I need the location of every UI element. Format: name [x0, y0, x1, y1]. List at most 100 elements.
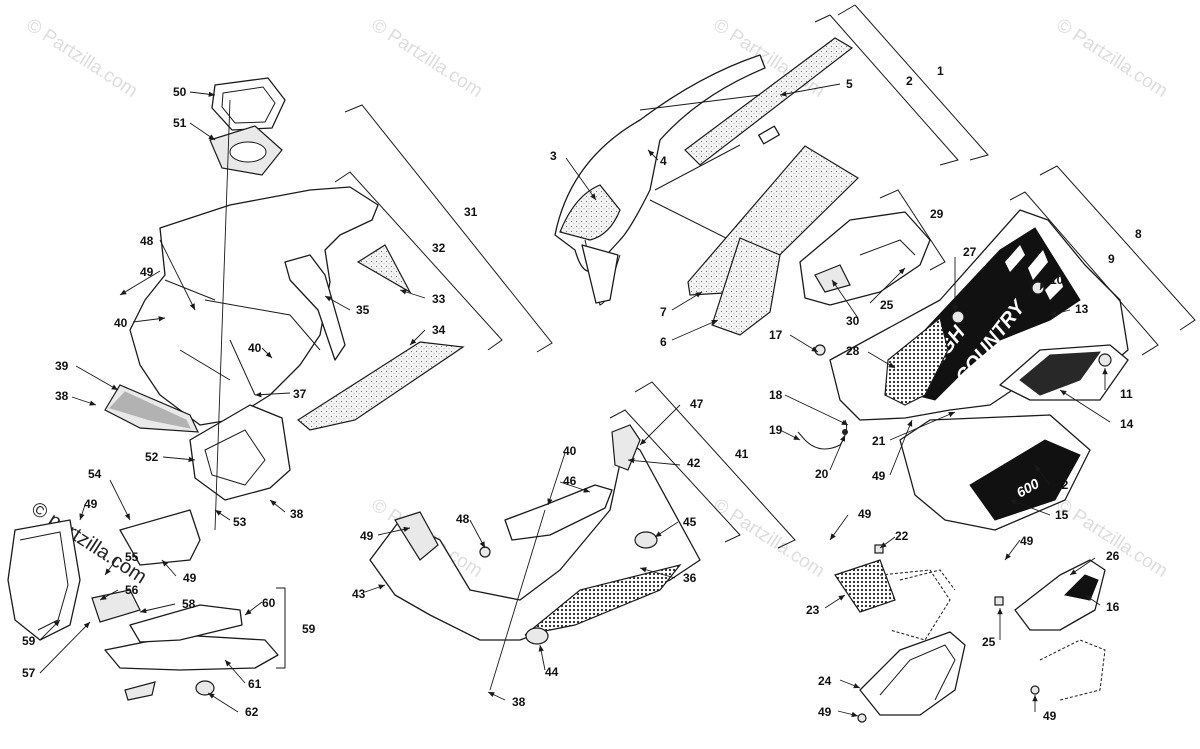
part-31-console — [129, 186, 379, 426]
part-29-panel — [799, 211, 931, 306]
callout-57: 57 — [22, 666, 36, 680]
side-panel-assembly: HIGH COUNTRY 600 — [797, 209, 1129, 531]
callout-labels: 1 2 3 4 5 6 7 8 9 10 11 12 13 14 15 16 1… — [22, 64, 1142, 723]
part-54-cover — [119, 509, 201, 566]
part-24-duct — [859, 631, 966, 716]
part-59-tank — [104, 634, 279, 671]
callout-19: 19 — [769, 423, 783, 437]
part-62-cap — [195, 680, 215, 696]
part-49-side-cover — [7, 519, 81, 641]
callout-27: 27 — [963, 245, 977, 259]
callout-49f: 49 — [818, 705, 832, 719]
callout-30: 30 — [846, 314, 860, 328]
belly-pan-assembly — [369, 424, 701, 691]
part-43-vent — [394, 511, 439, 561]
callout-25b: 25 — [982, 635, 996, 649]
callout-38c: 38 — [512, 695, 526, 709]
watermark-text: © Partzilla.com — [1052, 15, 1171, 102]
callout-18: 18 — [769, 388, 783, 402]
callout-35: 35 — [356, 303, 370, 317]
callout-31: 31 — [464, 205, 478, 219]
callout-3: 3 — [550, 149, 557, 163]
part-3-foam-pad — [559, 184, 621, 241]
callout-49g: 49 — [1043, 709, 1057, 723]
callout-6: 6 — [660, 335, 667, 349]
callout-42: 42 — [687, 456, 701, 470]
callout-52: 52 — [145, 450, 159, 464]
part-45-plug — [634, 531, 658, 549]
callout-13: 13 — [1075, 302, 1089, 316]
callout-36: 36 — [683, 571, 697, 585]
callout-59b: 59 — [302, 622, 316, 636]
part-48-washer — [479, 546, 491, 558]
callout-22: 22 — [895, 529, 909, 543]
callout-11: 11 — [1120, 387, 1133, 401]
callout-20: 20 — [815, 467, 829, 481]
part-3-lower-trim — [581, 244, 619, 304]
part-17-switch — [814, 344, 826, 356]
part-34-foam — [296, 341, 465, 431]
right-lower-assembly — [834, 544, 1106, 723]
callout-62: 62 — [245, 705, 259, 719]
callout-17: 17 — [769, 328, 783, 342]
callout-49a: 49 — [140, 265, 154, 279]
part-49-fastener — [1030, 685, 1040, 695]
callout-46: 46 — [563, 474, 577, 488]
part-11-grommet — [1098, 353, 1112, 367]
part-36-mesh — [524, 563, 682, 636]
part-33-foam — [356, 244, 412, 294]
callout-26: 26 — [1106, 549, 1120, 563]
callout-33: 33 — [432, 292, 446, 306]
upper-trim-assembly — [554, 37, 859, 336]
callout-50: 50 — [173, 85, 187, 99]
callout-49d: 49 — [858, 507, 872, 521]
callout-51: 51 — [173, 116, 187, 130]
callout-47: 47 — [690, 397, 704, 411]
callout-39: 39 — [55, 359, 69, 373]
callout-49b: 49 — [360, 529, 374, 543]
watermark-text: © Partzilla.com — [709, 495, 828, 582]
callout-23: 23 — [806, 603, 820, 617]
callout-5: 5 — [846, 77, 853, 91]
callout-49i: 49 — [183, 571, 197, 585]
part-7-foam-strip — [687, 145, 859, 296]
part-16-decal — [1063, 574, 1099, 601]
part-25-clip — [994, 596, 1004, 606]
callout-56: 56 — [125, 583, 139, 597]
leader-lines — [39, 83, 1111, 718]
callout-37: 37 — [293, 387, 307, 401]
watermark-text: © Partzilla.com — [367, 15, 486, 102]
part-40-bracket — [611, 424, 641, 471]
callout-14: 14 — [1120, 417, 1134, 431]
callout-15: 15 — [1055, 508, 1069, 522]
watermark-text: © Partzilla.com — [22, 15, 141, 102]
part-28-mesh — [884, 316, 949, 406]
callout-2: 2 — [906, 74, 913, 88]
left-lower-assembly — [7, 509, 279, 701]
callout-45: 45 — [683, 515, 697, 529]
callout-40b: 40 — [248, 341, 262, 355]
callout-48b: 48 — [456, 512, 470, 526]
callout-4: 4 — [660, 154, 667, 168]
callout-7: 7 — [660, 305, 667, 319]
callout-54: 54 — [88, 467, 102, 481]
callout-59a: 59 — [22, 634, 36, 648]
console-assembly — [104, 77, 465, 531]
callout-40a: 40 — [114, 316, 128, 330]
callout-58: 58 — [182, 597, 196, 611]
part-49-fastener — [857, 713, 867, 723]
callout-48a: 48 — [140, 234, 154, 248]
watermark-text: © Partzilla.com — [1052, 495, 1171, 582]
part-5-foam-strip — [684, 37, 854, 166]
trim-clip — [758, 125, 780, 145]
callout-61: 61 — [248, 677, 262, 691]
callout-38b: 38 — [290, 507, 304, 521]
callout-55: 55 — [125, 550, 139, 564]
part-44-plug — [525, 627, 549, 645]
callout-40c: 40 — [563, 444, 577, 458]
callout-60: 60 — [262, 596, 276, 610]
callout-49e: 49 — [1020, 534, 1034, 548]
callout-12: 12 — [1055, 478, 1069, 492]
part-6-foam-block — [711, 237, 781, 336]
